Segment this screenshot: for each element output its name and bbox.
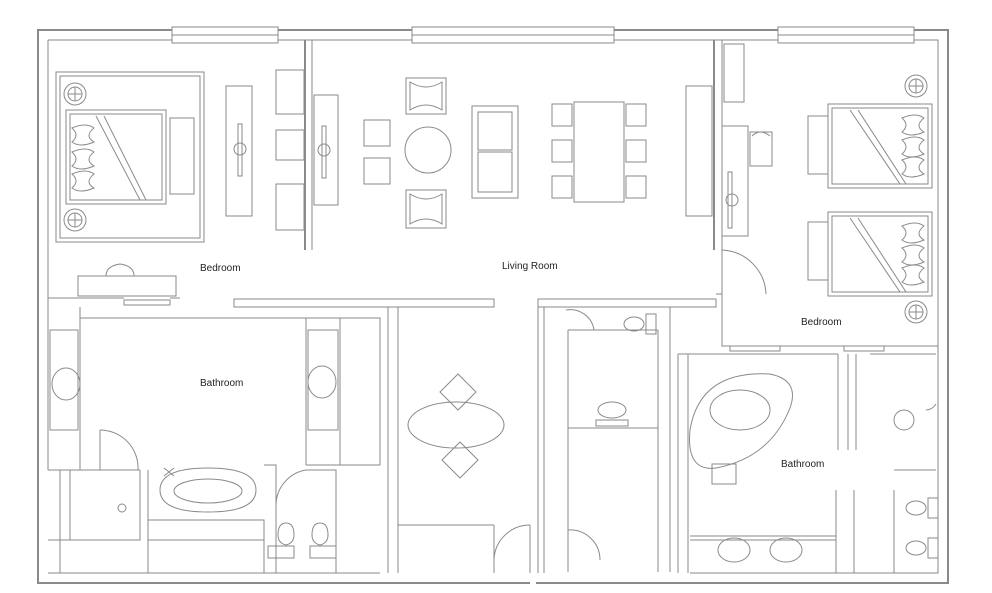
wardrobe-left	[77, 69, 339, 297]
interior-walls	[48, 40, 938, 573]
windows	[171, 26, 915, 44]
room-label-bedroom-right: Bedroom	[801, 317, 842, 328]
toilet-room-fixtures	[595, 313, 657, 427]
room-label-bathroom-right: Bathroom	[781, 459, 825, 470]
central-furniture	[407, 373, 505, 479]
living-furniture	[363, 77, 713, 229]
exterior-walls	[37, 29, 949, 584]
room-label-living-room: Living Room	[502, 261, 558, 272]
beds-right	[721, 43, 933, 324]
bed-left	[55, 71, 205, 243]
bathroom-left-fixtures	[49, 329, 339, 559]
room-label-bedroom-left: Bedroom	[200, 263, 241, 274]
bathroom-right-fixtures	[689, 373, 939, 563]
room-label-bathroom-left: Bathroom	[200, 378, 244, 389]
